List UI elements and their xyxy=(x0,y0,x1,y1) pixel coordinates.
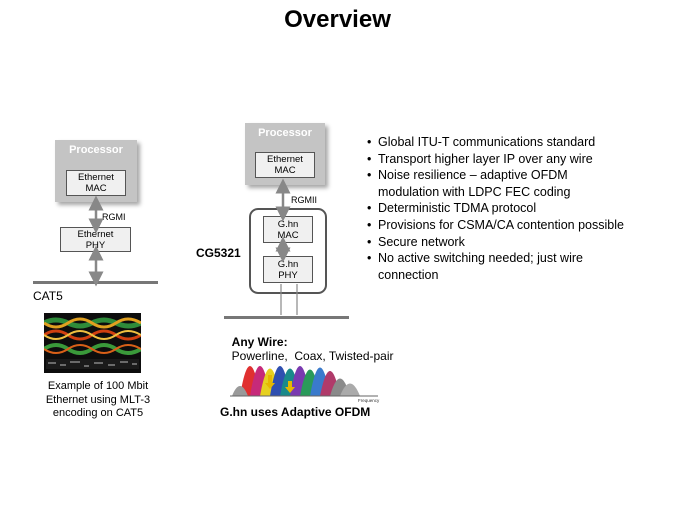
middle-ethernet-mac-line1: Ethernet xyxy=(267,154,303,165)
left-caption-line1: Example of 100 Mbit xyxy=(47,380,149,392)
bullet-item: Deterministic TDMA protocol xyxy=(367,200,667,217)
left-ethernet-mac-line2: MAC xyxy=(85,183,107,194)
bullet-item: Secure network xyxy=(367,234,667,251)
bullet-item: No active switching needed; just wire co… xyxy=(367,250,667,283)
left-ethernet-phy-line2: PHY xyxy=(85,239,106,251)
middle-processor-block: Processor Ethernet MAC xyxy=(245,123,325,185)
any-wire-line xyxy=(224,316,349,319)
ghn-phy-line2: PHY xyxy=(278,269,298,281)
ofdm-spectrum-graphic: Frequency xyxy=(230,366,380,403)
left-medium-label: CAT5 xyxy=(33,289,63,303)
bullet-item: Noise resilience – adaptive OFDM modulat… xyxy=(367,167,667,200)
middle-ethernet-mac-line2: MAC xyxy=(274,165,296,176)
middle-processor-label: Processor xyxy=(258,127,312,139)
ghn-phy-box: G.hn PHY xyxy=(263,256,313,283)
left-ethernet-mac-box: Ethernet MAC xyxy=(66,170,126,196)
left-caption-line3: encoding on CAT5 xyxy=(52,407,144,419)
mlt3-eye-diagram-image xyxy=(44,313,141,373)
left-ethernet-phy-box: Ethernet PHY xyxy=(60,227,131,252)
left-interface-label: RGMI xyxy=(102,212,126,222)
bullet-item: Global ITU-T communications standard xyxy=(367,134,667,151)
any-wire-types: Powerline, Coax, Twisted-pair xyxy=(231,349,394,363)
bullet-item: Transport higher layer IP over any wire xyxy=(367,151,667,168)
ofdm-caption: G.hn uses Adaptive OFDM xyxy=(220,405,371,419)
left-ethernet-mac-line1: Ethernet xyxy=(78,172,114,183)
left-caption: Example of 100 Mbit Ethernet using MLT-3… xyxy=(28,380,168,421)
spectrum-axis-label: Frequency xyxy=(358,398,380,403)
ghn-mac-line1: G.hn xyxy=(277,218,299,230)
left-ethernet-phy-line1: Ethernet xyxy=(77,228,114,240)
slide-title: Overview xyxy=(284,6,391,33)
any-wire-row: Any Wire: Powerline, Coax, Twisted-pair xyxy=(225,321,394,363)
left-processor-block: Processor Ethernet MAC xyxy=(55,140,137,202)
spectrum-subcarriers xyxy=(232,366,360,396)
ghn-mac-line2: MAC xyxy=(277,229,299,241)
ghn-mac-box: G.hn MAC xyxy=(263,216,313,243)
left-cat5-line xyxy=(33,281,158,284)
middle-interface-label: RGMII xyxy=(291,195,317,205)
feature-bullet-list: Global ITU-T communications standard Tra… xyxy=(367,134,667,283)
left-processor-label: Processor xyxy=(69,144,123,156)
left-caption-line2: Ethernet using MLT-3 xyxy=(45,393,151,406)
spectrum-adaptive-arrows xyxy=(265,375,295,393)
any-wire-label: Any Wire: xyxy=(231,335,288,349)
ghn-phy-line1: G.hn xyxy=(277,258,299,270)
middle-ethernet-mac-box: Ethernet MAC xyxy=(255,152,315,178)
bullet-item: Provisions for CSMA/CA contention possib… xyxy=(367,217,667,234)
chip-label: CG5321 xyxy=(196,246,241,260)
eye-diagram-graphic xyxy=(44,313,141,373)
